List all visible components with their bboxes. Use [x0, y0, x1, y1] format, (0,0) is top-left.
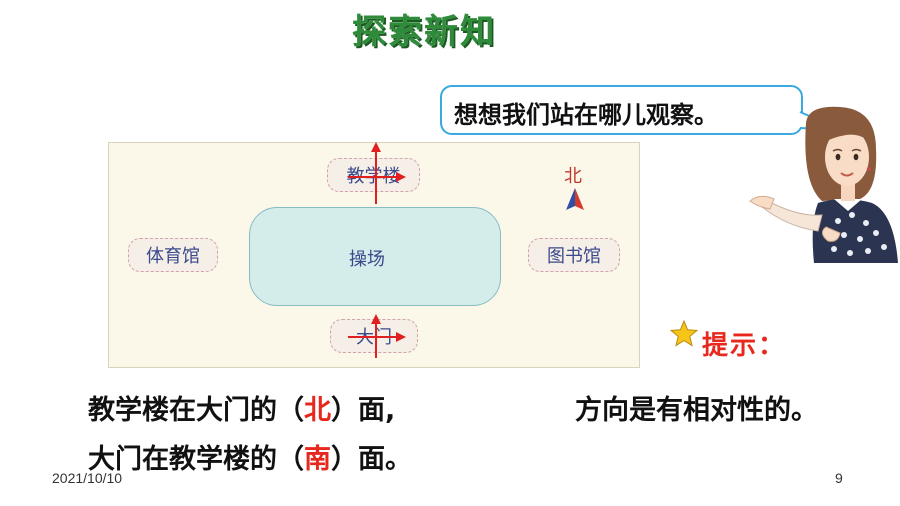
question-2: 大门在教学楼的（南）面。 — [88, 437, 412, 476]
question-2-end: ）面。 — [331, 444, 412, 475]
hint-label: 提示： — [702, 331, 787, 361]
building-east-label: 图书馆 — [547, 246, 601, 267]
direction-arrows-gate — [348, 314, 406, 358]
building-west-label: 体育馆 — [146, 246, 200, 267]
page-number: 9 — [835, 470, 843, 486]
footer-date: 2021/10/10 — [52, 470, 123, 486]
playground-label: 操场 — [349, 249, 385, 270]
slide-title: 探索新知 — [352, 12, 496, 52]
question-1-text: 教学楼在大门的（ — [88, 395, 304, 426]
question-1: 教学楼在大门的（北）面, — [88, 388, 395, 427]
building-north: 教学楼 — [327, 158, 420, 192]
question-2-text: 大门在教学楼的（ — [88, 444, 304, 475]
north-label: 北 — [564, 166, 582, 187]
building-east: 图书馆 — [528, 238, 620, 272]
north-arrow-icon — [566, 188, 584, 210]
star-icon — [670, 320, 698, 347]
speech-text: 想想我们站在哪儿观察。 — [454, 101, 718, 129]
direction-arrows-north-building — [348, 142, 406, 204]
speech-bubble — [440, 85, 803, 135]
teacher-illustration — [749, 106, 898, 263]
building-west: 体育馆 — [128, 238, 218, 272]
answer-1: 北 — [304, 395, 331, 426]
question-1-end: ）面, — [331, 395, 396, 426]
answer-2: 南 — [304, 444, 331, 475]
playground — [249, 207, 501, 306]
conclusion-text: 方向是有相对性的。 — [575, 395, 818, 426]
